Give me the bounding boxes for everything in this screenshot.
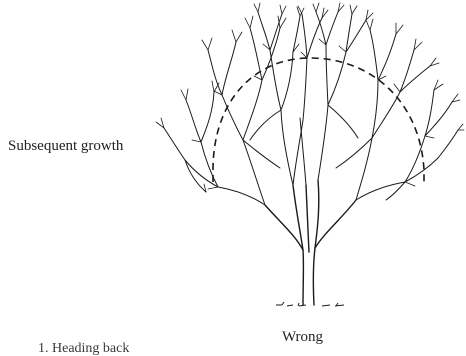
tree-twigs [155, 2, 465, 193]
wrong-caption: Wrong [282, 329, 324, 345]
ground-line [276, 301, 345, 307]
cut-off-caption: 1. Heading back [38, 341, 130, 356]
subsequent-growth-label: Subsequent growth [8, 138, 124, 154]
tree-trunk [264, 179, 357, 306]
dashed-crown-outline [212, 57, 425, 182]
tree-branches [163, 11, 459, 206]
